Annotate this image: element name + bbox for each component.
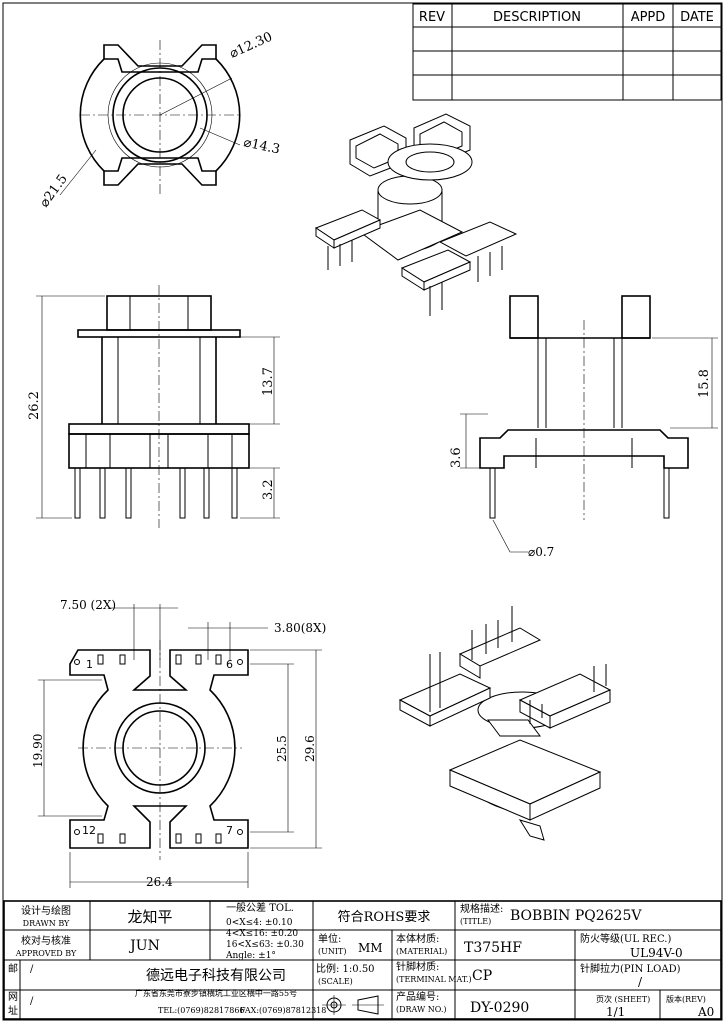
tolerance-title: 一般公差 TOL. (226, 901, 294, 914)
material-label: 本体材质: (396, 932, 439, 945)
dim-width-296: 29.6 (303, 735, 317, 762)
dim-inner-dia: ⌀12.30 (228, 30, 275, 62)
tolerance-line-2: 4<X≤16: ±0.20 (226, 929, 298, 939)
side-view: 15.8 3.6 ⌀0.7 (449, 295, 718, 559)
isometric-view-lower (398, 606, 612, 841)
tolerance-line-3: 16<X≤63: ±0.30 (226, 940, 304, 950)
fire-rating-value: UL94V-0 (630, 946, 683, 960)
mail-value: / (30, 964, 34, 975)
spec-label-en: (TITLE) (460, 917, 491, 926)
approved-by-label-en: APPROVED BY (15, 949, 77, 958)
top-view: ⌀12.30 ⌀14.3 ⌀21.5 (37, 30, 281, 211)
sheet-label: 页次 (SHEET) (596, 994, 650, 1004)
net-value: / (30, 996, 34, 1007)
title-block: 设计与绘图 DRAWN BY 龙知平 校对与核准 APPROVED BY JUN… (3, 900, 722, 1020)
dim-pin-length: 3.2 (261, 479, 276, 500)
drawn-by-label: 设计与绘图 (21, 904, 71, 917)
pin-label-7: 7 (226, 824, 233, 837)
spec-label: 规格描述: (460, 902, 503, 915)
pin-label-12: 12 (82, 824, 96, 837)
dim-width-264: 26.4 (146, 875, 173, 889)
rev-label: 版本(REV) (666, 994, 706, 1004)
dim-width-255: 25.5 (275, 735, 289, 762)
company-name: 德远电子科技有限公司 (146, 968, 286, 984)
revision-table: REV DESCRIPTION APPD DATE (412, 3, 722, 101)
dim-width-199: 19.90 (31, 734, 45, 768)
mail-label: 邮 (8, 962, 18, 975)
unit-label-en: (UNIT) (318, 947, 346, 956)
material-value: T375HF (464, 940, 522, 956)
rev-header: REV (419, 10, 445, 25)
terminal-label-en: (TERMINAL MAT.) (396, 975, 472, 984)
draw-no-label-en: (DRAW NO.) (396, 1005, 447, 1014)
dim-pin-pitch-b: 3.80(8X) (274, 621, 326, 635)
tolerance-line-4: Angle: ±1° (225, 951, 276, 961)
scale-label-en: (SCALE) (318, 977, 353, 986)
dim-side-window: 15.8 (697, 369, 712, 398)
unit-label: 单位: (318, 932, 341, 945)
description-header: DESCRIPTION (493, 10, 581, 25)
approved-by-label: 校对与核准 (21, 934, 71, 947)
front-view: 26.2 13.7 3.2 (27, 285, 280, 528)
projection-symbol (322, 995, 384, 1015)
date-header: DATE (680, 10, 714, 25)
pin-label-6: 6 (226, 658, 233, 671)
fire-rating-label: 防火等级(UL REC.) (580, 932, 671, 945)
draw-no-value: DY-0290 (470, 1000, 529, 1016)
dim-pin-pitch-a: 7.50 (2X) (60, 598, 116, 612)
pin-label-1: 1 (86, 658, 93, 671)
address-label: 址 (8, 1004, 18, 1017)
drawn-by-label-en: DRAWN BY (23, 919, 70, 928)
dim-mid-dia: ⌀14.3 (242, 135, 281, 157)
scale-label: 比例: 1:0.50 (316, 962, 375, 975)
company-fax: FAX:(0769)87812318 (240, 1006, 326, 1015)
appd-header: APPD (631, 10, 666, 25)
dim-side-base: 3.6 (449, 447, 464, 468)
drawn-by-value: 龙知平 (127, 908, 172, 926)
rev-value: A0 (697, 1005, 714, 1019)
dim-height-total: 26.2 (27, 391, 42, 420)
tolerance-line-1: 0<X≤4: ±0.10 (226, 918, 293, 928)
sheet-value: 1/1 (606, 1005, 625, 1019)
rohs-note: 符合ROHS要求 (338, 909, 431, 925)
dim-pin-dia: ⌀0.7 (528, 545, 554, 559)
company-tel: TEL:(0769)82817866 (158, 1006, 245, 1015)
isometric-view-upper (314, 113, 518, 316)
pin-load-value: / (638, 975, 643, 989)
net-label: 网 (8, 991, 18, 1003)
bottom-view: 1 6 12 7 7.50 (2X) 3.80(8X) 19.90 25.5 2… (31, 598, 326, 889)
spec-value: BOBBIN PQ2625V (510, 908, 642, 924)
draw-no-label: 产品编号: (396, 990, 439, 1003)
terminal-label: 针脚材质: (396, 960, 439, 973)
terminal-value: CP (472, 968, 492, 984)
approved-by-value: JUN (128, 938, 160, 954)
pin-load-label: 针脚拉力(PIN LOAD) (580, 962, 681, 975)
company-address: 广东省东莞市寮步镇横坑工业区横中一路55号 (135, 988, 297, 998)
material-label-en: (MATERIAL) (396, 947, 447, 956)
unit-value: MM (358, 941, 383, 955)
dim-winding-height: 13.7 (261, 367, 276, 396)
dim-outer-dia: ⌀21.5 (37, 172, 71, 211)
